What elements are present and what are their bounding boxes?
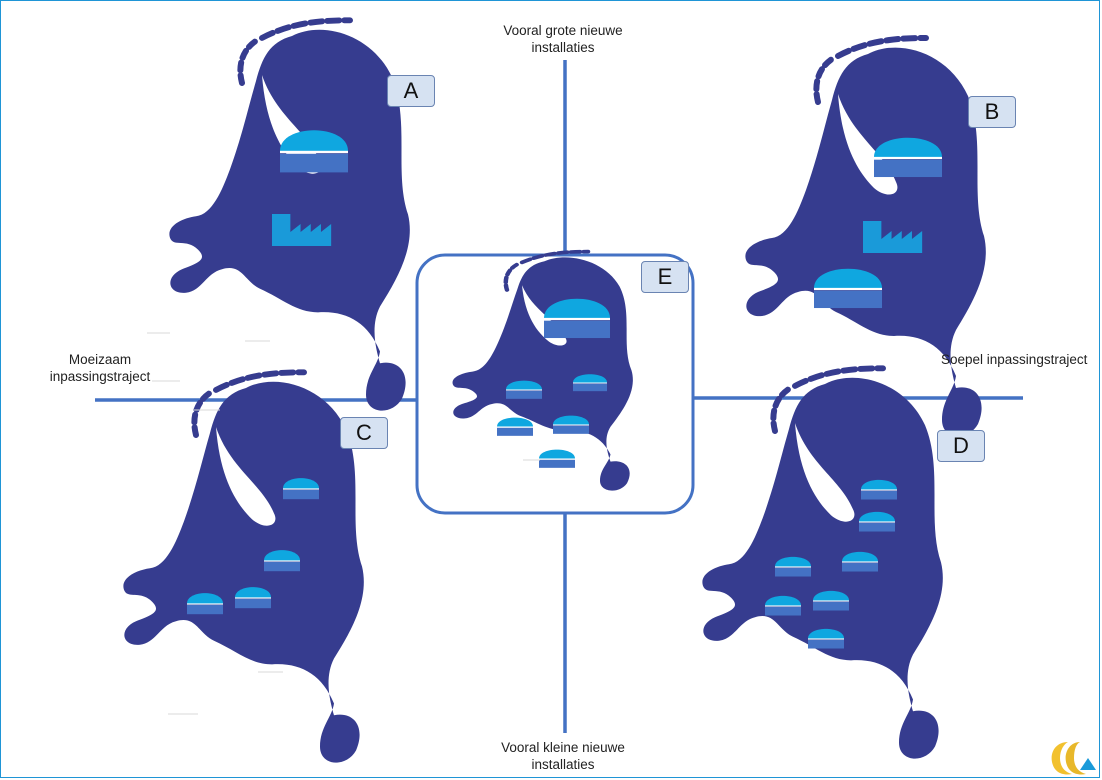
stray-marks	[147, 332, 540, 715]
map-a	[169, 20, 409, 410]
storage-dome-icon	[280, 130, 348, 173]
storage-dome-icon	[775, 556, 811, 577]
axis-label-bottom: Vooral kleine nieuwe installaties	[501, 740, 625, 772]
storage-dome-icon	[187, 593, 223, 615]
map-c	[123, 372, 363, 762]
storage-dome-icon	[506, 380, 542, 399]
scenario-badge-c: C	[340, 417, 388, 449]
scenario-badge-d: D	[937, 430, 985, 462]
storage-dome-icon	[544, 298, 610, 339]
storage-dome-icon	[814, 268, 882, 309]
map-b	[745, 38, 985, 436]
storage-dome-icon	[553, 415, 589, 434]
storage-dome-icon	[573, 374, 607, 392]
map-d	[702, 368, 942, 758]
storage-dome-icon	[497, 417, 533, 436]
storage-dome-icon	[765, 595, 801, 616]
storage-dome-icon	[539, 449, 575, 468]
axis-label-right: Soepel inpassingstraject	[941, 352, 1088, 367]
scenario-badge-e: E	[641, 261, 689, 293]
storage-dome-icon	[874, 137, 942, 178]
storage-dome-icon	[808, 628, 844, 649]
storage-dome-icon	[235, 587, 271, 609]
storage-dome-icon	[842, 551, 878, 572]
axis-label-top: Vooral grote nieuwe installaties	[503, 23, 623, 55]
storage-dome-icon	[859, 511, 895, 532]
storage-dome-icon	[283, 478, 319, 500]
scenario-badge-a: A	[387, 75, 435, 107]
storage-dome-icon	[813, 590, 849, 611]
map-e	[453, 252, 633, 491]
scenario-badge-b: B	[968, 96, 1016, 128]
axis-label-left: Moeizaam inpassingstraject	[49, 352, 151, 384]
logo-icon	[1051, 742, 1096, 775]
storage-dome-icon	[861, 479, 897, 500]
storage-dome-icon	[264, 550, 300, 572]
